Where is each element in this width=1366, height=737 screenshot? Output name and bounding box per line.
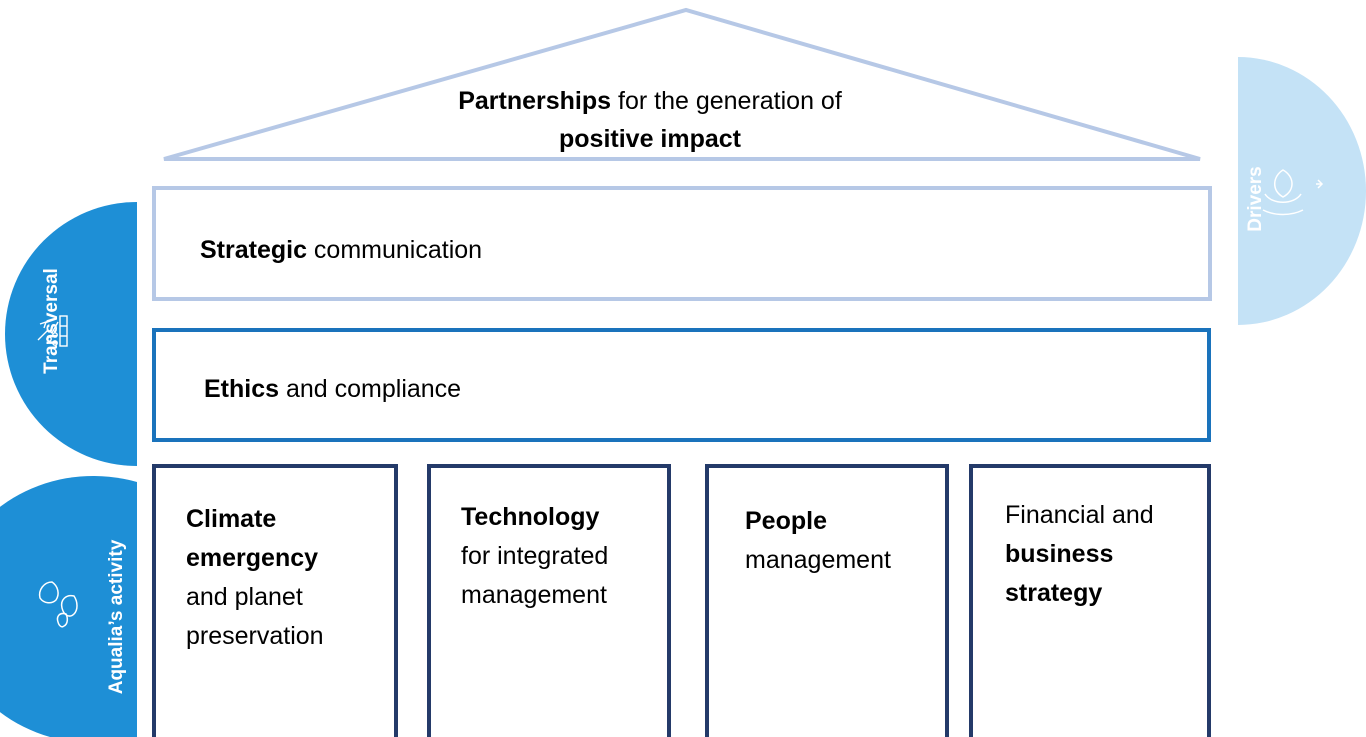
pillar-technology-line-2: for integrated (461, 542, 609, 570)
drivers-tab-shape (1238, 57, 1366, 325)
transversal-tab-shape (5, 202, 137, 466)
pillar-financial-line-3: strategy (1005, 579, 1103, 607)
activity-tab-shape (0, 475, 137, 737)
strategic-communication-box: Strategic communication (152, 186, 1212, 301)
ethics-compliance-box: Ethics and compliance (152, 328, 1211, 442)
pillar-people-text: People management (745, 502, 891, 580)
strategic-communication-text: Strategic communication (200, 236, 482, 265)
chart-growth-icon (37, 315, 68, 347)
roof-line-1: Partnerships for the generation of (380, 82, 920, 120)
pillar-technology-line-1: Technology (461, 503, 600, 531)
roof-line-1-rest: for the generation of (611, 87, 842, 115)
strategic-bold: Strategic (200, 236, 307, 264)
ethics-rest: and compliance (279, 375, 462, 403)
pillar-climate-line-2: emergency (186, 544, 319, 572)
pillar-financial-text: Financial and business strategy (1005, 496, 1154, 613)
pillar-technology: Technology for integrated management (427, 464, 671, 737)
pillar-financial: Financial and business strategy (969, 464, 1211, 737)
drivers-label: Drivers (1245, 166, 1266, 232)
roof-bold-positive-impact: positive impact (559, 125, 741, 153)
pillar-people: People management (705, 464, 949, 737)
ethics-compliance-text: Ethics and compliance (204, 375, 461, 404)
pillar-climate: Climate emergency and planet preservatio… (152, 464, 398, 737)
pillar-climate-line-4: preservation (186, 622, 324, 650)
activity-label: Aqualia’s activity (106, 539, 127, 695)
ethics-bold: Ethics (204, 375, 280, 403)
pillar-climate-line-1: Climate (186, 505, 277, 533)
roof-title: Partnerships for the generation of posit… (380, 82, 920, 158)
strategic-rest: communication (306, 236, 483, 264)
roof-line-2: positive impact (380, 120, 920, 158)
pillar-financial-line-1: Financial and (1005, 501, 1154, 529)
roof-triangle (163, 7, 1201, 161)
water-drops-icon (38, 581, 78, 628)
drop-hands-icon (1262, 169, 1324, 216)
pillar-climate-text: Climate emergency and planet preservatio… (186, 500, 324, 656)
pillar-people-line-2: management (745, 546, 891, 574)
pillar-people-line-1: People (745, 507, 827, 535)
pillar-financial-line-2: business (1005, 540, 1114, 568)
transversal-label: Transversal (41, 268, 62, 374)
pillar-climate-line-3: and planet (186, 583, 303, 611)
roof-bold-partnerships: Partnerships (458, 87, 612, 115)
pillar-technology-text: Technology for integrated management (461, 498, 608, 615)
pillar-technology-line-3: management (461, 581, 607, 609)
